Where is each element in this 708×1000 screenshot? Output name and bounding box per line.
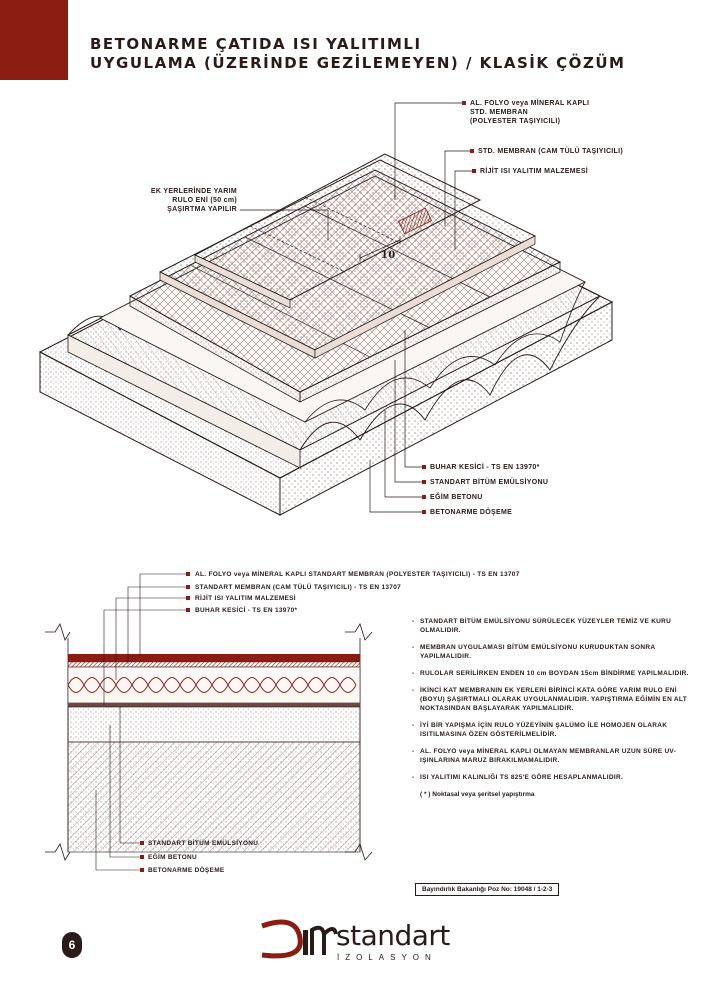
section-label-emulsiyon: STANDART BİTÜM EMÜLSİYONU [148, 840, 259, 847]
label-rijit: RİJİT ISI YALITIM MALZEMESİ [480, 168, 589, 175]
header-accent-bar [0, 0, 68, 80]
reference-box: Bayındırlık Bakanlığı Poz No: 19048 / 1-… [415, 883, 560, 896]
section-label-3: RİJİT ISI YALITIM MALZEMESİ [195, 595, 296, 602]
note-item: AL. FOLYO veya MİNERAL KAPLI OLMAYAN MEM… [412, 747, 697, 765]
section-top-membrane [68, 654, 360, 662]
overlap-dimension [359, 236, 401, 262]
section-diagram [45, 572, 373, 872]
label-doseme: BETONARME DÖŞEME [430, 509, 513, 516]
section-label-doseme: BETONARME DÖŞEME [148, 867, 225, 874]
note-item: RULOLAR SERİLİRKEN ENDEN 10 cm BOYDAN 15… [412, 669, 697, 678]
page-number: 6 [62, 932, 82, 958]
footnote: ( * ) Noktasal veya şeritsel yapıştırma [420, 791, 535, 798]
section-label-1: AL. FOLYO veya MİNERAL KAPLI STANDART ME… [195, 571, 520, 578]
overlap-label: 10 [381, 250, 396, 261]
label-std-membran: STD. MEMBRAN (CAM TÜLÜ TAŞIYICILI) [478, 148, 624, 155]
section-vapour-barrier [68, 703, 360, 707]
brand-subtitle: İZOLASYON [337, 953, 437, 962]
note-item: ISI YALITIMI KALINLIĞI TS 825'E GÖRE HES… [412, 773, 697, 782]
section-screed [67, 706, 361, 743]
torch-detail [397, 207, 433, 235]
brand-name: standart [336, 919, 450, 952]
label-ek-yerleri: EK YERLERİNDE YARIM RULO ENİ (50 cm) ŞAŞ… [150, 188, 237, 213]
title-line-1: BETONARME ÇATIDA ISI YALITIMLI [90, 35, 422, 53]
iso-label-markers [422, 101, 476, 514]
application-notes: STANDART BİTÜM EMÜLSİYONU SÜRÜLECEK YÜZE… [412, 617, 697, 799]
title-line-2: UYGULAMA (ÜZERİNDE GEZİLEMEYEN) / KLASİK… [90, 54, 626, 72]
section-label-egim: EĞİM BETONU [148, 854, 198, 861]
top-membrane-layer [193, 153, 482, 309]
note-item: MEMBRAN UYGULAMASI BİTÜM EMÜLSİYONU KURU… [412, 643, 697, 661]
label-emulsiyon: STANDART BİTÜM EMÜLSİYONU [430, 479, 549, 486]
section-first-membrane [67, 661, 361, 668]
iso-leader-lines [240, 102, 472, 513]
note-item: İYİ BİR YAPIŞMA İÇİN RULO YÜZEYİNİN ŞALÜ… [412, 721, 697, 739]
section-insulation [67, 666, 361, 704]
section-label-2: STANDART MEMBRAN (CAM TÜLÜ TAŞIYICILI) -… [195, 584, 402, 591]
page-title: BETONARME ÇATIDA ISI YALITIMLI UYGULAMA … [90, 35, 625, 73]
label-buhar: BUHAR KESİCİ - TS EN 13970* [430, 464, 540, 471]
note-item: İKİNCİ KAT MEMBRANIN EK YERLERİ BİRİNCİ … [412, 686, 697, 713]
note-item: STANDART BİTÜM EMÜLSİYONU SÜRÜLECEK YÜZE… [412, 617, 697, 635]
label-top-membrane: AL. FOLYO veya MİNERAL KAPLI STD. MEMBRA… [470, 100, 590, 125]
section-label-4: BUHAR KESİCİ - TS EN 13970* [195, 607, 298, 614]
label-egim: EĞİM BETONU [430, 494, 483, 501]
